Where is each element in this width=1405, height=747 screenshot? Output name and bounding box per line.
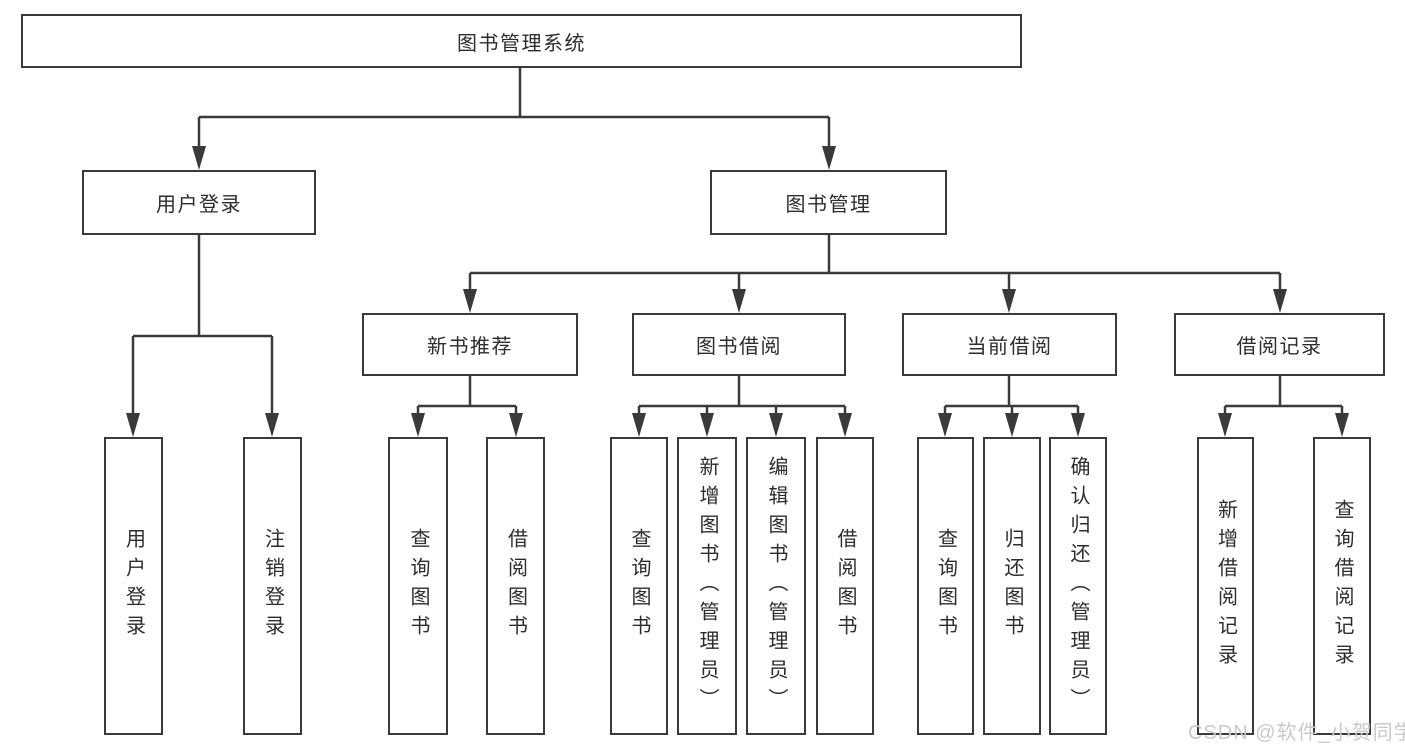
leaf-logout: 注销登录	[243, 437, 302, 735]
leaf-confirm-return-admin: 确认归还（管理员）	[1049, 437, 1107, 735]
leaf-current-query-books-label: 查询图书	[934, 528, 957, 644]
node-borrow-records-label: 借阅记录	[1236, 336, 1323, 358]
leaf-query-borrow-record: 查询借阅记录	[1313, 437, 1371, 735]
leaf-confirm-return-admin-label: 确认归还（管理员）	[1067, 455, 1089, 717]
node-book-management-label: 图书管理	[785, 194, 872, 216]
leaf-user-login: 用户登录	[104, 437, 163, 735]
leaf-edit-book-admin-label: 编辑图书（管理员）	[765, 455, 787, 717]
leaf-borrowing-borrow-books-label: 借阅图书	[834, 528, 856, 644]
node-new-book-recommend: 新书推荐	[362, 313, 578, 376]
node-new-book-recommend-label: 新书推荐	[427, 336, 513, 358]
node-user-login-branch-label: 用户登录	[156, 194, 242, 216]
leaf-borrowing-query-books: 查询图书	[610, 437, 668, 735]
leaf-recommend-borrow-books: 借阅图书	[486, 437, 545, 735]
leaf-borrowing-borrow-books: 借阅图书	[816, 437, 874, 735]
leaf-return-books: 归还图书	[983, 437, 1041, 735]
leaf-add-book-admin-label: 新增图书（管理员）	[696, 455, 718, 717]
leaf-query-borrow-record-label: 查询借阅记录	[1331, 499, 1353, 673]
node-user-login-branch: 用户登录	[82, 170, 316, 235]
csdn-watermark: CSDN @软件_小贺同学	[1188, 722, 1405, 744]
leaf-logout-label: 注销登录	[261, 528, 284, 644]
leaf-recommend-borrow-books-label: 借阅图书	[504, 528, 527, 644]
leaf-add-borrow-record-label: 新增借阅记录	[1214, 499, 1237, 673]
node-borrow-records: 借阅记录	[1174, 313, 1385, 376]
node-current-borrowing-label: 当前借阅	[966, 336, 1053, 358]
node-library-system-label: 图书管理系统	[457, 32, 586, 55]
leaf-user-login-label: 用户登录	[122, 528, 145, 644]
node-current-borrowing: 当前借阅	[902, 313, 1117, 376]
leaf-return-books-label: 归还图书	[1001, 528, 1023, 644]
node-book-borrowing: 图书借阅	[632, 313, 846, 376]
leaf-recommend-query-books-label: 查询图书	[407, 528, 429, 644]
leaf-add-book-admin: 新增图书（管理员）	[677, 437, 737, 735]
leaf-add-borrow-record: 新增借阅记录	[1197, 437, 1254, 735]
node-library-system: 图书管理系统	[21, 14, 1022, 68]
leaf-recommend-query-books: 查询图书	[388, 437, 448, 735]
node-book-borrowing-label: 图书借阅	[696, 336, 782, 358]
leaf-edit-book-admin: 编辑图书（管理员）	[746, 437, 806, 735]
node-book-management: 图书管理	[710, 170, 947, 235]
leaf-borrowing-query-books-label: 查询图书	[628, 528, 650, 644]
leaf-current-query-books: 查询图书	[917, 437, 974, 735]
